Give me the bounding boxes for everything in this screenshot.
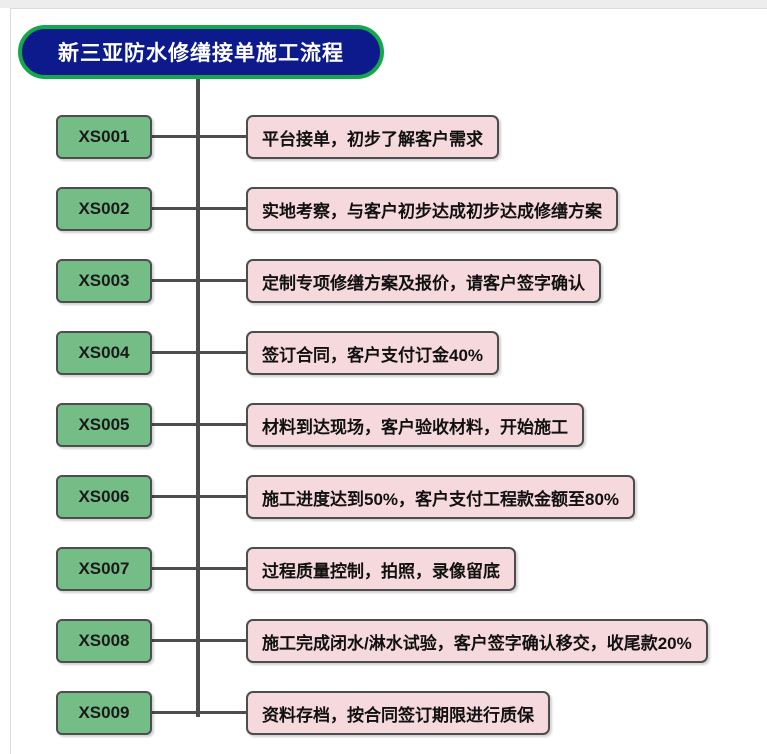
step-code-box[interactable]: XS007 [56, 547, 152, 591]
flowchart-title: 新三亚防水修缮接单施工流程 [18, 25, 384, 79]
step-connector-line [150, 135, 254, 138]
vertical-spine-connector [196, 79, 200, 717]
step-code-box[interactable]: XS005 [56, 403, 152, 447]
step-code-box[interactable]: XS009 [56, 691, 152, 735]
step-connector-line [150, 279, 254, 282]
step-connector-line [150, 711, 254, 714]
step-code-box[interactable]: XS006 [56, 475, 152, 519]
step-description-box[interactable]: 平台接单，初步了解客户需求 [246, 115, 499, 159]
step-description-box[interactable]: 过程质量控制，拍照，录像留底 [246, 547, 516, 591]
page-top-rule [10, 8, 767, 9]
step-connector-line [150, 207, 254, 210]
flowchart-title-text: 新三亚防水修缮接单施工流程 [58, 42, 344, 65]
step-description-box[interactable]: 施工进度达到50%，客户支付工程款金额至80% [246, 475, 636, 519]
step-connector-line [150, 423, 254, 426]
step-code-box[interactable]: XS002 [56, 187, 152, 231]
step-connector-line [150, 351, 254, 354]
step-code-box[interactable]: XS004 [56, 331, 152, 375]
step-description-box[interactable]: 实地考察，与客户初步达成初步达成修缮方案 [246, 187, 618, 231]
step-connector-line [150, 567, 254, 570]
step-description-box[interactable]: 材料到达现场，客户验收材料，开始施工 [246, 403, 584, 447]
step-description-box[interactable]: 定制专项修缮方案及报价，请客户签字确认 [246, 259, 601, 303]
page-top-band [0, 0, 767, 8]
page-left-rule [10, 8, 11, 754]
step-connector-line [150, 495, 254, 498]
step-code-box[interactable]: XS003 [56, 259, 152, 303]
step-description-box[interactable]: 资料存档，按合同签订期限进行质保 [246, 691, 550, 735]
step-code-box[interactable]: XS008 [56, 619, 152, 663]
step-code-box[interactable]: XS001 [56, 115, 152, 159]
step-description-box[interactable]: 施工完成闭水/淋水试验，客户签字确认移交，收尾款20% [246, 619, 708, 663]
step-connector-line [150, 639, 254, 642]
step-description-box[interactable]: 签订合同，客户支付订金40% [246, 331, 500, 375]
